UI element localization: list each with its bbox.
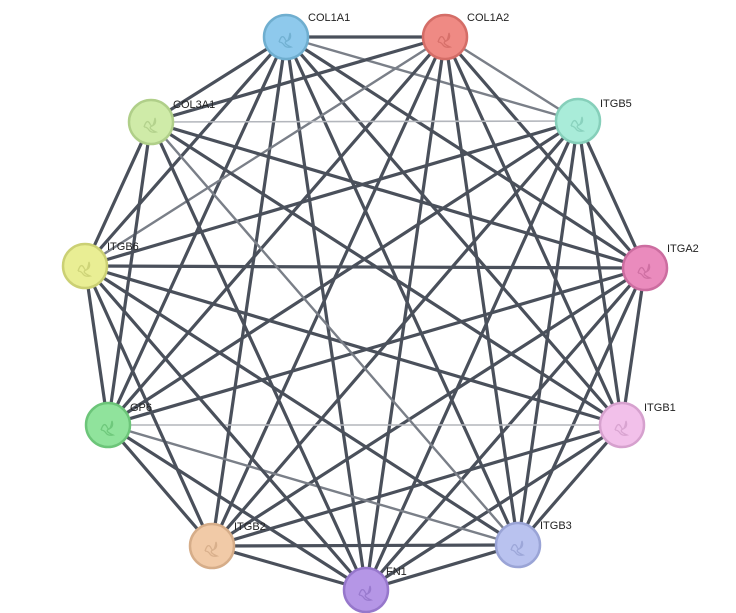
edge-col1a2-gp6[interactable] — [106, 35, 447, 427]
protein-structure-icon — [570, 116, 586, 132]
protein-structure-icon — [204, 541, 220, 557]
edge-itga2-itgb6[interactable] — [83, 264, 647, 270]
edge-col1a2-itgb1[interactable] — [443, 35, 624, 427]
edge-itgb5-gp6[interactable] — [106, 119, 580, 427]
node-label-itga2: ITGA2 — [667, 243, 699, 255]
edge-itgb2-gp6[interactable] — [106, 423, 214, 548]
edge-itgb1-itgb3[interactable] — [516, 423, 624, 547]
node-circle-gp6[interactable] — [84, 401, 132, 449]
node-circle-col3a1[interactable] — [127, 98, 175, 146]
node-fn1[interactable]: FN1 — [342, 566, 407, 613]
node-itgb6[interactable]: ITGB6 — [61, 241, 139, 290]
edge-col1a2-itgb6[interactable] — [83, 35, 447, 268]
edge-layer — [83, 35, 647, 592]
edge-col1a1-fn1[interactable] — [284, 35, 368, 592]
node-label-itgb1: ITGB1 — [644, 402, 676, 414]
node-itgb3[interactable]: ITGB3 — [494, 520, 572, 569]
edge-col1a2-itga2[interactable] — [443, 35, 647, 270]
node-circle-itgb6[interactable] — [61, 242, 109, 290]
node-label-itgb2: ITGB2 — [234, 521, 266, 533]
node-col1a2[interactable]: COL1A2 — [421, 12, 509, 61]
protein-structure-icon — [278, 32, 294, 48]
edge-fn1-itgb6[interactable] — [83, 264, 368, 592]
node-col1a1[interactable]: COL1A1 — [262, 12, 350, 61]
edge-itgb1-itgb6[interactable] — [83, 264, 624, 427]
edge-itgb3-col3a1[interactable] — [149, 120, 520, 547]
protein-structure-icon — [143, 117, 159, 133]
node-label-col1a1: COL1A1 — [308, 12, 350, 24]
edge-itga2-itgb2[interactable] — [210, 266, 647, 548]
protein-structure-icon — [358, 585, 374, 601]
node-label-fn1: FN1 — [386, 566, 407, 578]
edge-col1a2-itgb5[interactable] — [443, 35, 580, 123]
edge-itgb5-itgb6[interactable] — [83, 119, 580, 268]
edge-fn1-itgb2[interactable] — [210, 544, 368, 592]
node-itgb1[interactable]: ITGB1 — [598, 401, 676, 449]
edge-itga2-itgb1[interactable] — [620, 266, 647, 427]
node-itgb2[interactable]: ITGB2 — [188, 521, 266, 570]
edge-col1a1-itgb5[interactable] — [284, 35, 580, 123]
node-label-gp6: GP6 — [130, 402, 152, 414]
protein-structure-icon — [437, 32, 453, 48]
edge-itgb1-itgb2[interactable] — [210, 423, 624, 548]
protein-structure-icon — [100, 420, 116, 436]
edge-col1a1-itgb6[interactable] — [83, 35, 288, 268]
node-circle-itgb1[interactable] — [598, 401, 646, 449]
protein-structure-icon — [77, 261, 93, 277]
edge-itgb6-col3a1[interactable] — [83, 120, 153, 268]
edge-col1a1-col3a1[interactable] — [149, 35, 288, 124]
protein-structure-icon — [510, 540, 526, 556]
node-circle-itgb2[interactable] — [188, 522, 236, 570]
edge-gp6-col3a1[interactable] — [106, 120, 153, 427]
edge-itgb3-itgb2[interactable] — [210, 543, 520, 548]
edge-itga2-itgb3[interactable] — [516, 266, 647, 547]
node-itgb5[interactable]: ITGB5 — [554, 97, 632, 145]
edge-itgb2-itgb6[interactable] — [83, 264, 214, 548]
edge-itgb5-itgb3[interactable] — [516, 119, 580, 547]
edge-itgb3-gp6[interactable] — [106, 423, 520, 547]
node-circle-itga2[interactable] — [621, 244, 669, 292]
node-gp6[interactable]: GP6 — [84, 401, 152, 449]
node-circle-itgb3[interactable] — [494, 521, 542, 569]
edge-itgb1-col3a1[interactable] — [149, 120, 624, 427]
edge-itga2-fn1[interactable] — [364, 266, 647, 592]
edge-itgb5-itgb2[interactable] — [210, 119, 580, 548]
protein-structure-icon — [637, 263, 653, 279]
edge-itga2-gp6[interactable] — [106, 266, 647, 427]
edge-fn1-col3a1[interactable] — [149, 120, 368, 592]
node-circle-itgb5[interactable] — [554, 97, 602, 145]
node-label-col1a2: COL1A2 — [467, 12, 509, 24]
node-circle-fn1[interactable] — [342, 566, 390, 613]
node-label-col3a1: COL3A1 — [173, 99, 215, 111]
node-label-itgb6: ITGB6 — [107, 241, 139, 253]
node-label-itgb3: ITGB3 — [540, 520, 572, 532]
protein-structure-icon — [614, 420, 630, 436]
edge-itgb5-col3a1[interactable] — [150, 120, 579, 123]
edge-itga2-col3a1[interactable] — [149, 120, 647, 270]
edge-col1a2-col3a1[interactable] — [149, 35, 447, 124]
node-label-itgb5: ITGB5 — [600, 98, 632, 110]
node-circle-col1a2[interactable] — [421, 13, 469, 61]
edge-gp6-itgb6[interactable] — [83, 264, 110, 427]
node-circle-col1a1[interactable] — [262, 13, 310, 61]
edge-itgb5-itgb1[interactable] — [576, 119, 624, 427]
edge-itgb5-itga2[interactable] — [576, 119, 647, 270]
edge-fn1-gp6[interactable] — [106, 423, 368, 592]
edge-itgb3-fn1[interactable] — [364, 543, 520, 592]
node-col3a1[interactable]: COL3A1 — [127, 98, 215, 146]
edge-col1a1-gp6[interactable] — [106, 35, 288, 427]
node-itga2[interactable]: ITGA2 — [621, 243, 699, 292]
edge-itgb3-itgb6[interactable] — [83, 264, 520, 547]
edge-itgb1-fn1[interactable] — [364, 423, 624, 592]
